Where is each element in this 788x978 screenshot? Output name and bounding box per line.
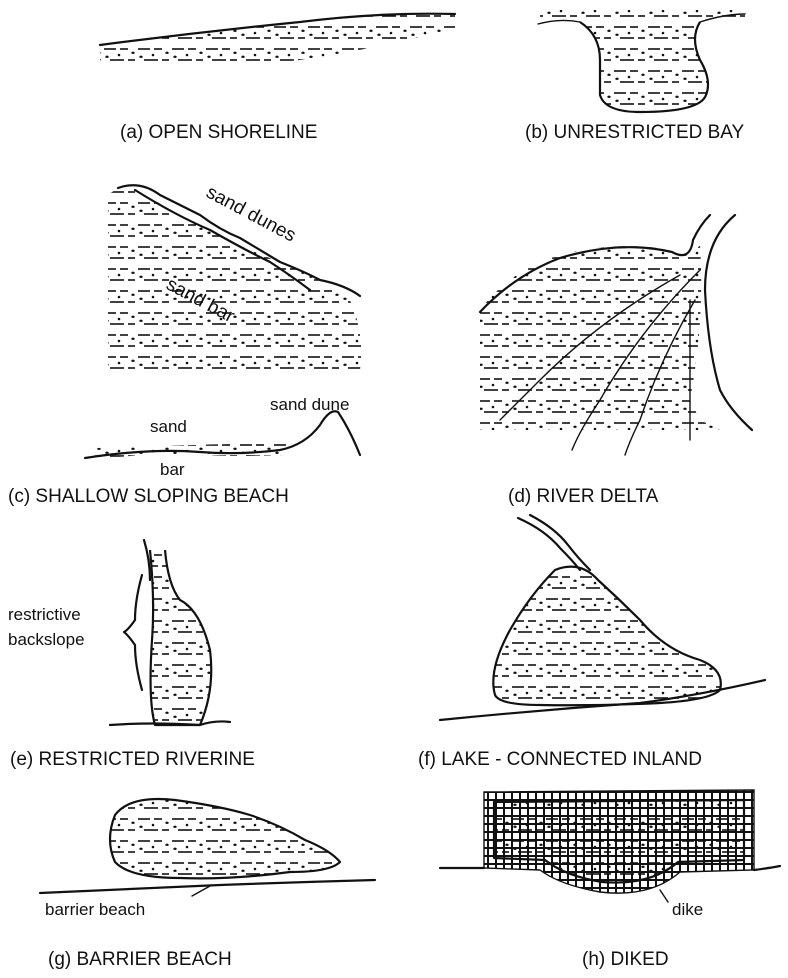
label-sand: sand (150, 417, 187, 436)
caption-river-delta: (d) RIVER DELTA (508, 486, 659, 507)
bay-mouth-marsh (540, 10, 745, 24)
panel-open-shoreline: (a) OPEN SHORELINE (100, 14, 455, 143)
caption-unrestricted-bay: (b) UNRESTRICTED BAY (525, 122, 745, 143)
riverine-upper-line (144, 540, 150, 580)
restricted-riverine-marsh (150, 550, 211, 725)
panel-barrier-beach: barrier beach (g) BARRIER BEACH (40, 799, 375, 970)
unrestricted-bay-marsh (580, 22, 708, 112)
caption-barrier-beach: (g) BARRIER BEACH (48, 949, 232, 970)
backslope-bracket (124, 575, 142, 690)
panel-restricted-riverine: restrictive backslope (e) RESTRICTED RIV… (8, 540, 255, 770)
beach-profile-water (95, 442, 290, 460)
panel-unrestricted-bay: (b) UNRESTRICTED BAY (525, 10, 745, 143)
panel-diked: dike (h) DIKED (440, 790, 780, 970)
label-restrictive: restrictive (8, 605, 81, 624)
dike-leader (660, 890, 668, 902)
delta-river-right-bank (705, 215, 752, 430)
caption-diked: (h) DIKED (582, 949, 669, 970)
barrier-beach-line (40, 880, 375, 893)
label-sand-dune: sand dune (270, 395, 349, 414)
caption-lake-connected-inland: (f) LAKE - CONNECTED INLAND (418, 749, 702, 770)
barrier-beach-leader (192, 886, 210, 896)
label-bar: bar (160, 460, 185, 479)
open-shoreline-marsh (100, 14, 455, 69)
panel-river-delta: (d) RIVER DELTA (480, 215, 752, 507)
inland-lake-marsh (493, 567, 721, 706)
label-barrier-beach: barrier beach (45, 900, 145, 919)
caption-shallow-sloping-beach: (c) SHALLOW SLOPING BEACH (8, 486, 289, 507)
inland-inlet-channel-2 (530, 515, 590, 570)
caption-open-shoreline: (a) OPEN SHORELINE (120, 122, 317, 143)
label-backslope: backslope (8, 630, 85, 649)
caption-restricted-riverine: (e) RESTRICTED RIVERINE (10, 749, 255, 770)
barrier-beach-marsh (110, 799, 340, 878)
panel-shallow-sloping-beach: sand dunes sand bar sand bar sand dune (… (8, 182, 361, 507)
label-dike: dike (672, 900, 703, 919)
river-delta-marsh (480, 245, 720, 430)
panel-lake-connected-inland: (f) LAKE - CONNECTED INLAND (418, 515, 765, 770)
